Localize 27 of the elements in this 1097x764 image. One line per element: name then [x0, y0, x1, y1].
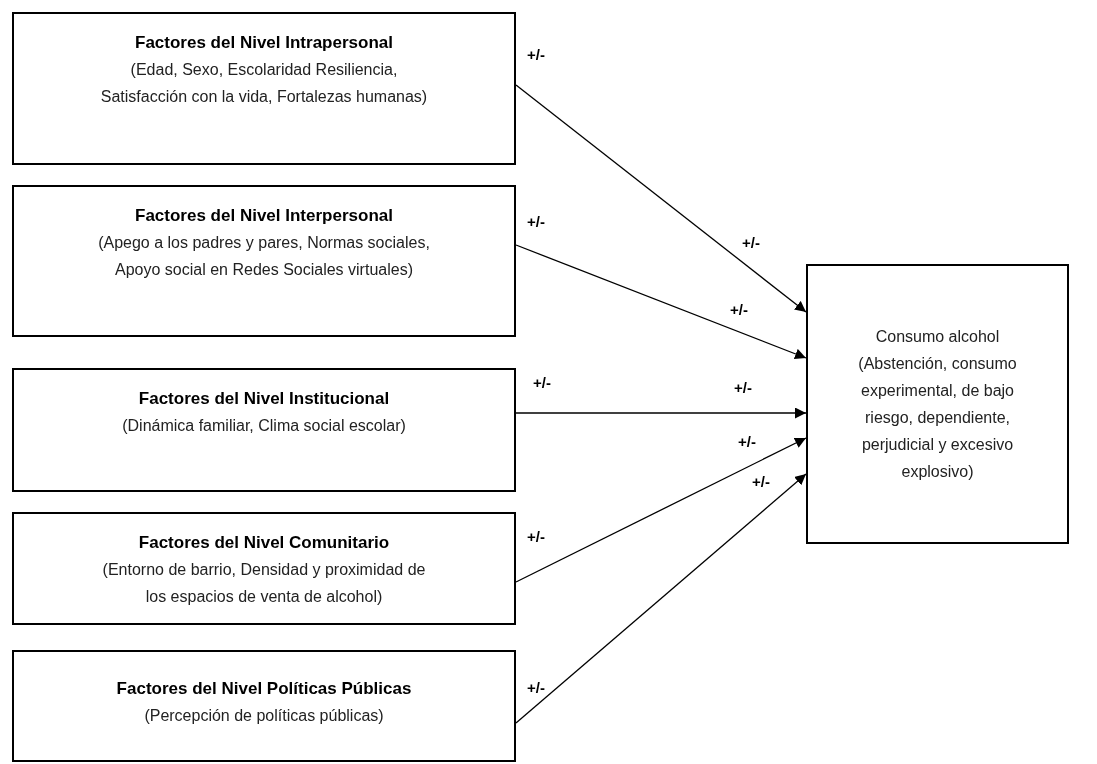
box-text: (Apego a los padres y pares, Normas sociales, Apoyo social en Redes Sociales virtuales) [97, 233, 431, 280]
text-box [12, 512, 516, 625]
box-heading: Factores del Nivel Políticas Públicas [116, 678, 412, 700]
arrow [515, 437, 807, 583]
sign-label: +/- [527, 527, 545, 547]
sign-label: +/- [527, 212, 545, 232]
arrow [515, 84, 807, 313]
box-text: (Dinámica familiar, Clima social escolar) [122, 416, 406, 436]
box-text: (Edad, Sexo, Escolaridad Resiliencia, Satisfacción con la vida, Fortalezas humanas) [99, 60, 429, 107]
text-box [806, 264, 1069, 544]
box-heading: Factores del Nivel Intrapersonal [135, 32, 393, 54]
sign-label: +/- [533, 373, 551, 393]
box-text: (Entorno de barrio, Densidad y proximidad de los espacios de venta de alcohol) [101, 560, 427, 607]
box-heading: Factores del Nivel Institucional [138, 388, 390, 410]
text-box [12, 185, 516, 337]
arrow [515, 473, 807, 724]
arrow [515, 244, 807, 360]
arrow [515, 407, 807, 419]
sign-label: +/- [527, 678, 545, 698]
sign-label: +/- [527, 45, 545, 65]
text-box [12, 368, 516, 492]
text-box [12, 12, 516, 165]
box-heading: Factores del Nivel Comunitario [138, 532, 390, 554]
text-box [12, 650, 516, 762]
box-text: Consumo alcohol (Abstención, consumo experimental, de bajo riesgo, dependiente, perjudicial y excesivo explosivo) [857, 327, 1018, 482]
box-text: (Percepción de políticas públicas) [144, 706, 384, 726]
box-heading: Factores del Nivel Interpersonal [135, 205, 393, 227]
